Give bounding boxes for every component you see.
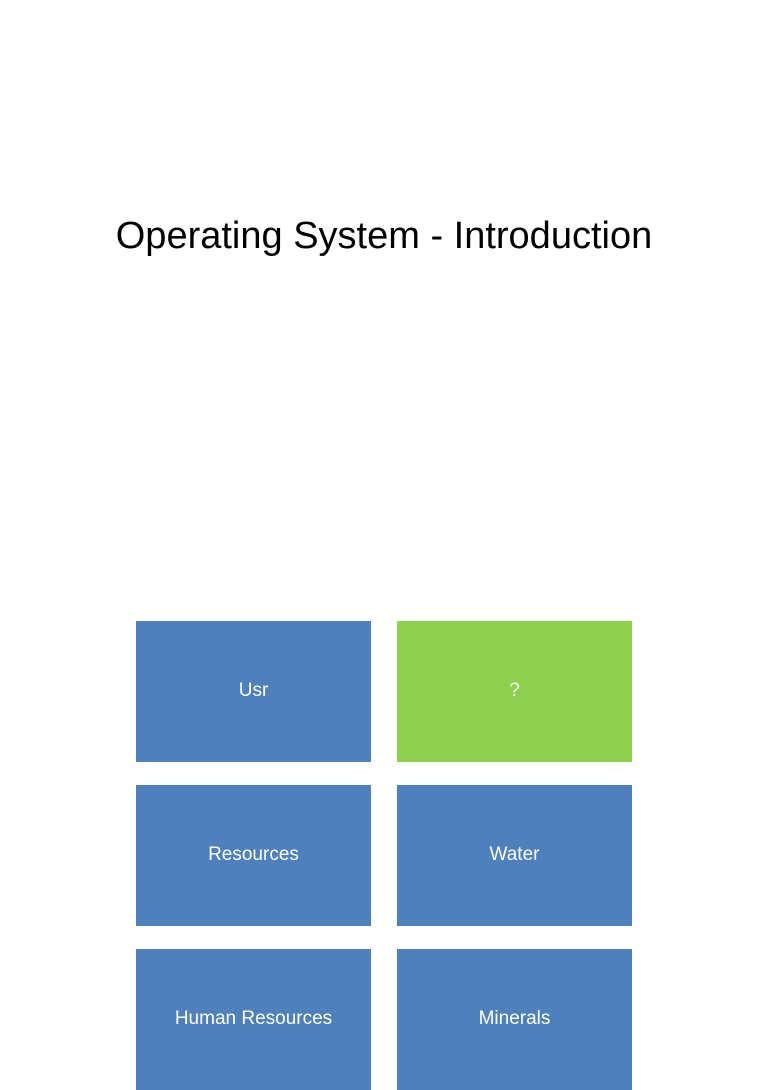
diagram-grid: Usr ? Resources Water Human Resources Mi…: [136, 621, 632, 1090]
slide-title: Operating System - Introduction: [115, 215, 653, 257]
diagram-box-question: ?: [397, 621, 632, 762]
slide-page: Operating System - Introduction Usr ? Re…: [115, 215, 653, 1090]
diagram-box-resources: Resources: [136, 785, 371, 926]
box-label: Usr: [238, 680, 269, 702]
box-label: Water: [489, 844, 540, 866]
diagram-box-water: Water: [397, 785, 632, 926]
diagram-box-human-resources: Human Resources: [136, 949, 371, 1090]
diagram-box-usr: Usr: [136, 621, 371, 762]
box-label: ?: [509, 680, 520, 702]
box-label: Human Resources: [174, 1008, 333, 1030]
diagram-box-minerals: Minerals: [397, 949, 632, 1090]
box-label: Minerals: [478, 1008, 551, 1030]
box-label: Resources: [208, 844, 299, 866]
